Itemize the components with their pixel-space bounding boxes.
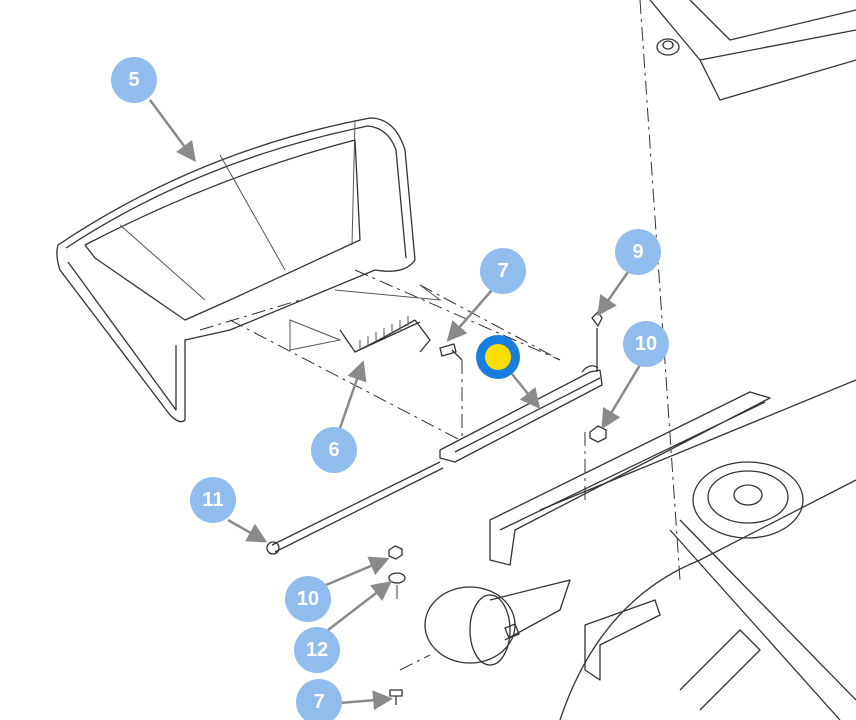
callout-12[interactable]: 12 xyxy=(294,627,340,673)
selected-part-hotspot[interactable] xyxy=(476,335,520,379)
bolt xyxy=(439,343,463,361)
caster-wheel xyxy=(424,579,761,711)
callout-11[interactable]: 11 xyxy=(190,477,236,523)
hotspot-center-dot xyxy=(485,344,511,370)
spring xyxy=(339,316,431,353)
deck-rail xyxy=(489,379,856,720)
callout-10-lower[interactable]: 10 xyxy=(285,576,331,622)
rear-cover xyxy=(56,117,416,423)
clip xyxy=(591,311,603,372)
callout-10[interactable]: 10 xyxy=(623,321,669,367)
callout-5[interactable]: 5 xyxy=(111,57,157,103)
nut xyxy=(589,425,607,443)
callout-7[interactable]: 7 xyxy=(480,248,526,294)
rod xyxy=(271,461,444,553)
callout-7-lower[interactable]: 7 xyxy=(296,679,342,720)
mounting-bracket xyxy=(439,365,603,463)
pulley xyxy=(692,461,804,539)
callout-6[interactable]: 6 xyxy=(311,427,357,473)
callout-9[interactable]: 9 xyxy=(615,229,661,275)
upper-housing xyxy=(649,0,856,101)
